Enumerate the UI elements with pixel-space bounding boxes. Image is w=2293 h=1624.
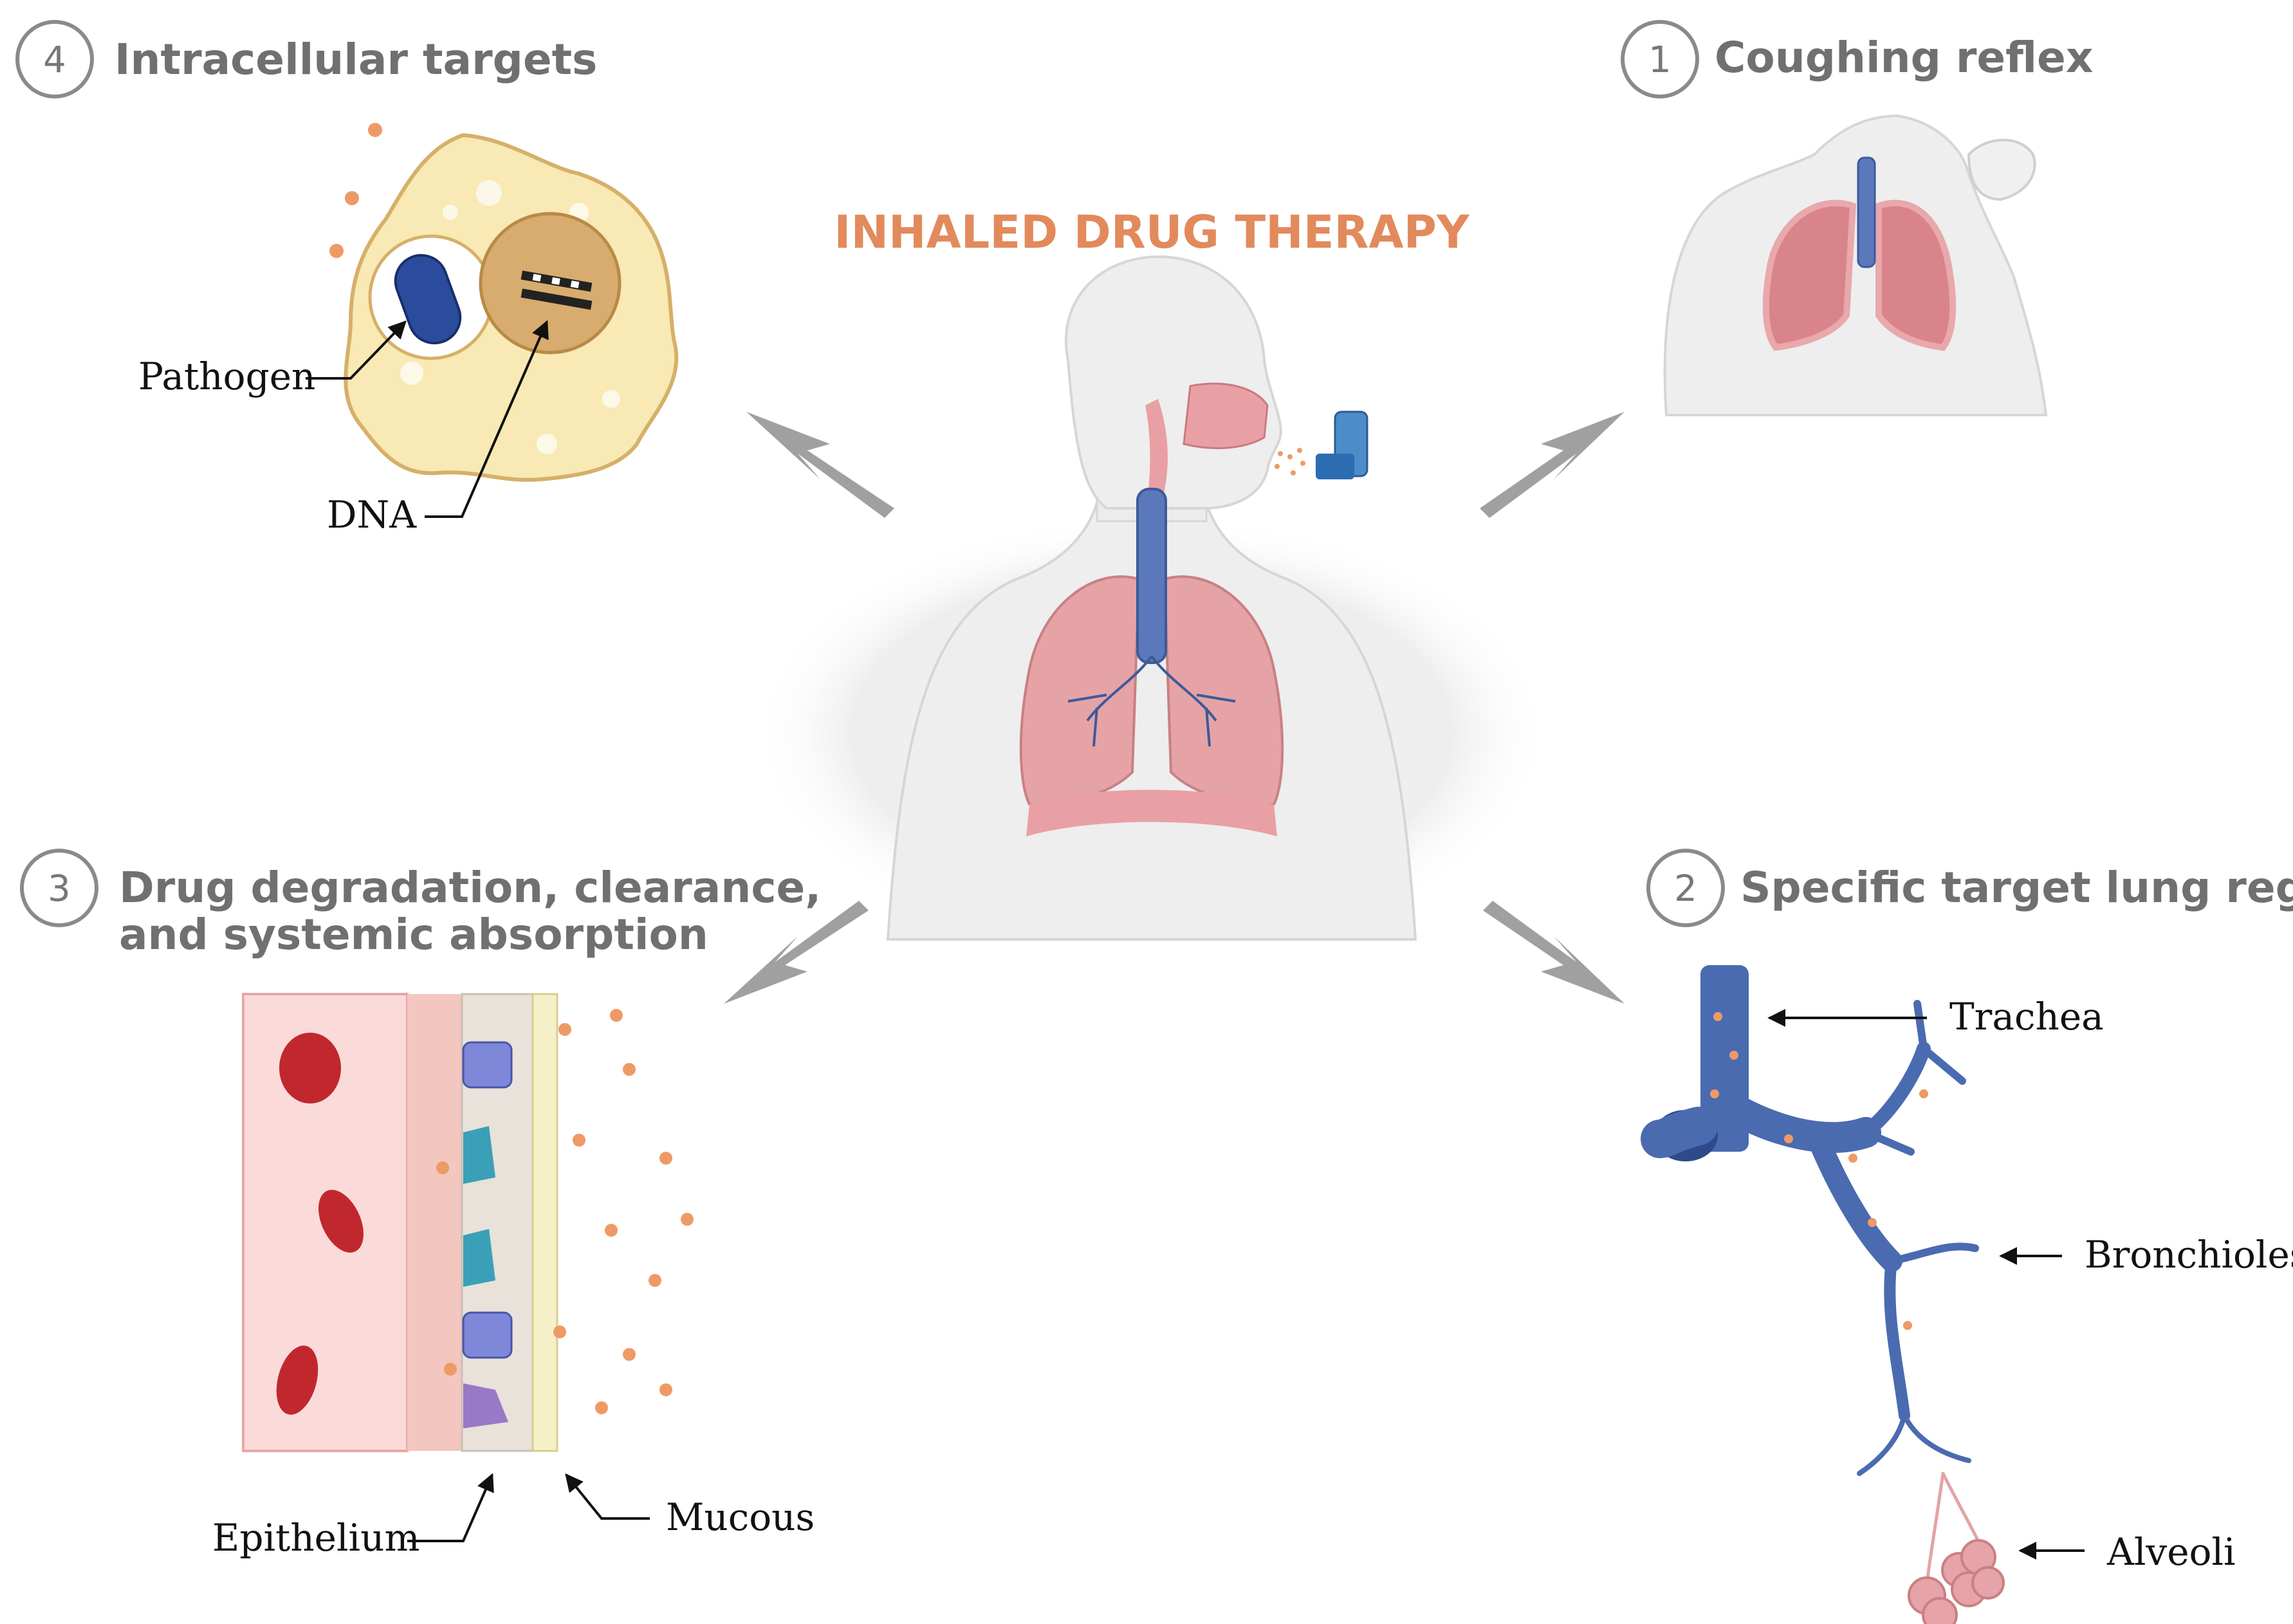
section-title: Coughing reflex bbox=[1715, 33, 2093, 82]
dna-label: DNA bbox=[327, 493, 417, 537]
mucous-label: Mucous bbox=[666, 1495, 815, 1539]
lungs-icon bbox=[1019, 575, 1284, 836]
step-number-badge bbox=[1621, 20, 1699, 98]
trachea-label: Trachea bbox=[1949, 995, 2104, 1038]
direction-arrows bbox=[724, 412, 1625, 1004]
center-person-figure bbox=[753, 255, 1551, 952]
section-title: Intracellular targets bbox=[115, 35, 597, 84]
coughing-person-figure bbox=[1663, 114, 2048, 416]
step-number-badge bbox=[15, 20, 94, 98]
bronchioles-label: Bronchioles bbox=[2085, 1233, 2293, 1277]
alveoli-icon bbox=[1908, 1539, 2005, 1624]
arrow-icon bbox=[746, 412, 894, 518]
airway-tree-icon bbox=[1641, 965, 1990, 1585]
section-intracellular-targets: 4 Intracellular targets bbox=[15, 20, 679, 537]
step-number: 3 bbox=[48, 868, 71, 910]
alveoli-label: Alveoli bbox=[2106, 1530, 2236, 1574]
arrow-icon bbox=[724, 901, 869, 1004]
epithelium-label: Epithelium bbox=[212, 1516, 419, 1560]
step-number: 1 bbox=[1648, 39, 1671, 81]
lungs-icon bbox=[1762, 199, 1957, 351]
step-number: 4 bbox=[43, 39, 66, 81]
epithelium-cross-section bbox=[242, 993, 694, 1452]
inhaler-icon bbox=[1275, 411, 1368, 479]
dna-icon bbox=[520, 270, 593, 310]
pathogen-label: Pathogen bbox=[138, 355, 315, 398]
pathogen-icon bbox=[394, 254, 462, 345]
section-title-line-2: and systemic absorption bbox=[119, 910, 708, 959]
step-number-badge bbox=[20, 849, 98, 927]
section-title: Specific target lung regions bbox=[1740, 863, 2293, 912]
center-title: INHALED DRUG THERAPY bbox=[834, 206, 1469, 259]
section-title-line-1: Drug degradation, clearance, bbox=[119, 863, 821, 912]
red-blood-cell-icon bbox=[276, 1033, 364, 1415]
section-specific-target-lung-regions: 2 Specific target lung regions Trachea bbox=[1641, 849, 2293, 1624]
arrow-icon bbox=[1483, 901, 1625, 1004]
arrow-icon bbox=[1480, 412, 1625, 518]
section-coughing-reflex: 1 Coughing reflex bbox=[1621, 20, 2093, 416]
step-number: 2 bbox=[1674, 868, 1697, 910]
step-number-badge bbox=[1646, 849, 1725, 927]
section-drug-degradation: 3 Drug degradation, clearance, and syste… bbox=[20, 849, 821, 1560]
